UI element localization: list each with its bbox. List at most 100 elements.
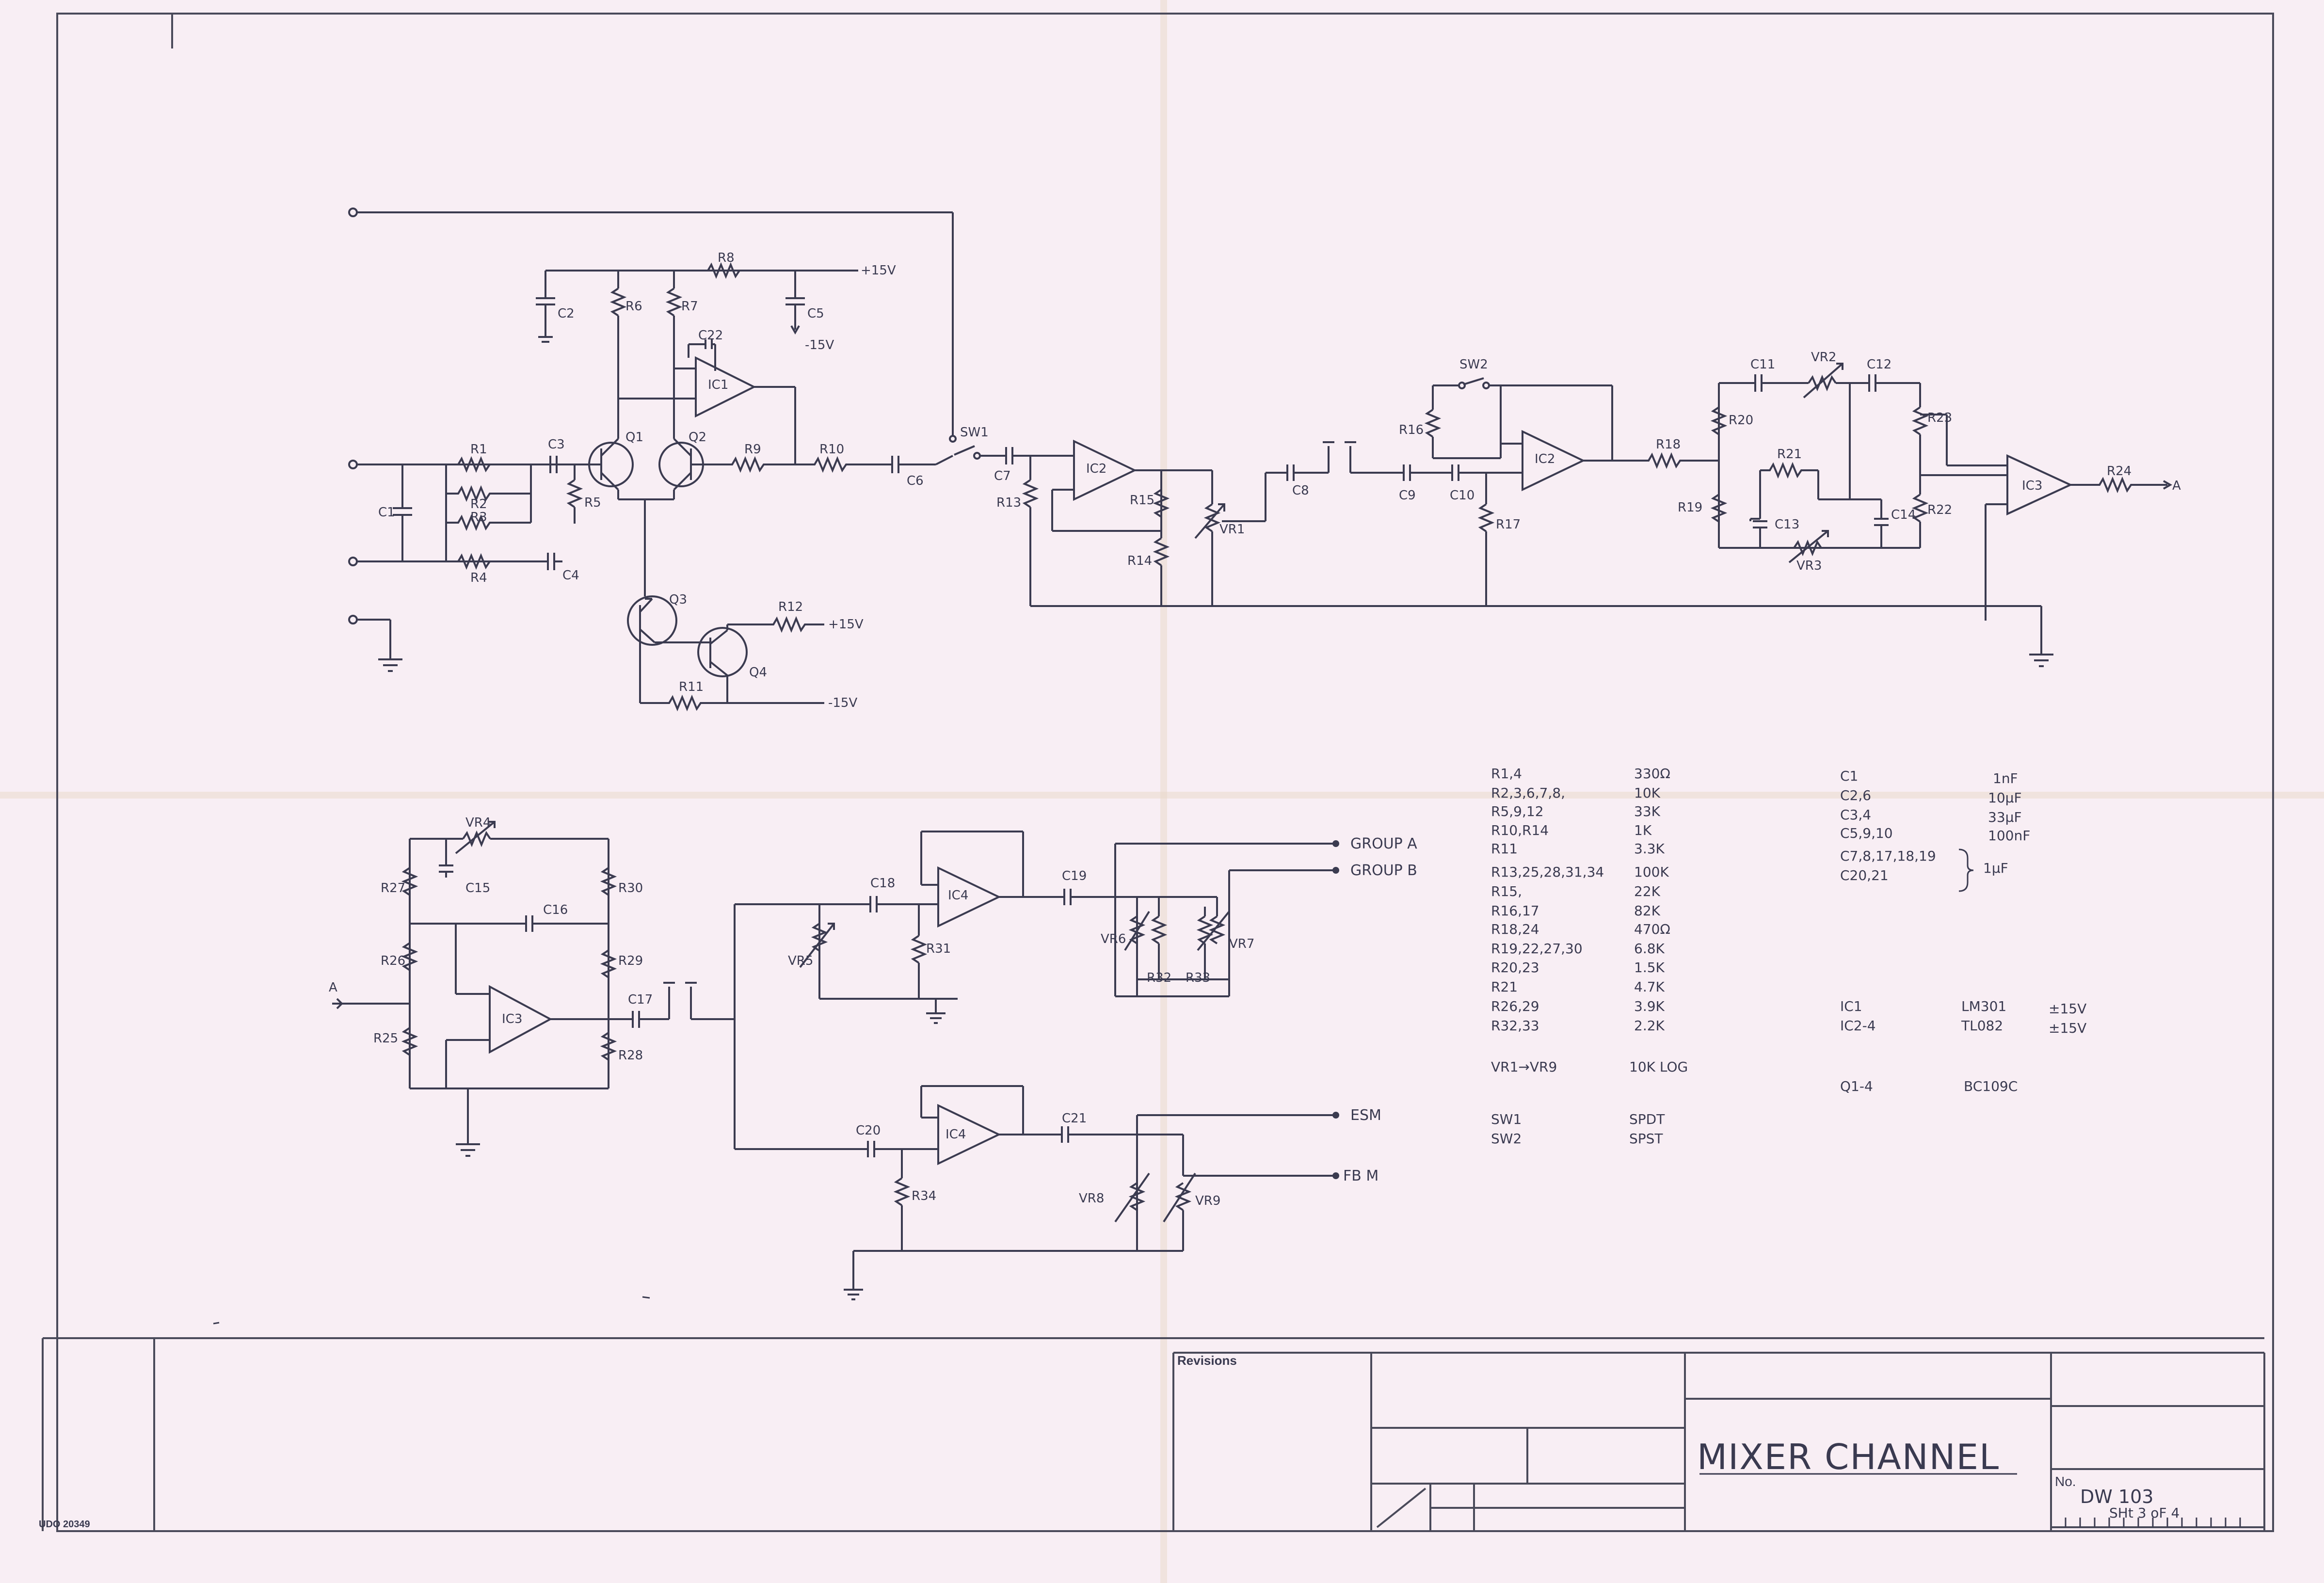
parts-list-entry: 33μF — [1988, 809, 2022, 825]
label-r26: R26 — [381, 954, 405, 968]
output-group-a: GROUP A — [1350, 835, 1417, 852]
parts-list-entry: R11 — [1491, 841, 1518, 857]
output-amp-stage — [332, 821, 736, 1157]
stray-mark — [642, 1296, 650, 1299]
label-r25: R25 — [373, 1031, 398, 1046]
label-r11: R11 — [679, 680, 704, 694]
supply-neg-label-2: -15V — [828, 696, 857, 710]
parts-list-entry: 1nF — [1993, 770, 2018, 786]
label-vr4: VR4 — [465, 815, 491, 830]
drawing-border — [56, 13, 2274, 1532]
label-c9: C9 — [1399, 488, 1416, 503]
label-r19: R19 — [1678, 500, 1702, 515]
label-vr7: VR7 — [1229, 937, 1254, 951]
parts-list-entry: 470Ω — [1634, 921, 1670, 937]
parts-list-entry: R13,25,28,31,34 — [1491, 864, 1604, 880]
label-r4: R4 — [470, 571, 487, 585]
label-r3: R3 — [470, 510, 487, 525]
parts-list-entry: SW1 — [1491, 1111, 1522, 1127]
label-c2: C2 — [558, 306, 575, 321]
label-r23: R23 — [1927, 411, 1952, 425]
label-vr5: VR5 — [788, 954, 813, 968]
label-r2: R2 — [470, 497, 487, 512]
parts-list-entry: 3.3K — [1634, 841, 1665, 857]
parts-list-entry: 10K — [1634, 785, 1661, 801]
label-q1: Q1 — [625, 430, 643, 445]
parts-list-entry: TL082 — [1961, 1018, 2003, 1034]
parts-list-entry: ±15V — [2049, 1001, 2086, 1017]
parts-list-entry: R1,4 — [1491, 766, 1522, 782]
supply-neg-label-1: -15V — [805, 338, 834, 352]
label-vr8: VR8 — [1079, 1191, 1104, 1206]
parts-list-entry: 1.5K — [1634, 959, 1665, 975]
label-r31: R31 — [926, 942, 951, 956]
parts-list-entry: R18,24 — [1491, 921, 1539, 937]
label-r32: R32 — [1147, 971, 1171, 985]
sheet-number: SHt 3 oF 4 — [2109, 1505, 2180, 1521]
parts-list-entry: 1K — [1634, 822, 1652, 838]
label-r22: R22 — [1927, 503, 1952, 517]
label-r33: R33 — [1186, 971, 1210, 985]
parts-list-entry: R15, — [1491, 883, 1522, 899]
parts-list-entry: R5,9,12 — [1491, 803, 1544, 819]
label-q4: Q4 — [749, 665, 767, 680]
label-r28: R28 — [618, 1048, 643, 1063]
label-c19: C19 — [1062, 869, 1087, 883]
label-c15: C15 — [465, 881, 490, 895]
label-r8: R8 — [718, 251, 735, 265]
parts-list-entry: 10μF — [1988, 790, 2022, 806]
parts-list-entry: 22K — [1634, 883, 1661, 899]
label-ic3-a: IC3 — [2022, 479, 2042, 493]
parts-list-entry: 33K — [1634, 803, 1661, 819]
node-a-out: A — [2172, 479, 2181, 493]
parts-list-entry: 100nF — [1988, 828, 2030, 844]
parts-list-entry: C1 — [1840, 768, 1858, 784]
label-c1: C1 — [378, 505, 395, 520]
parts-list-entry: 330Ω — [1634, 766, 1670, 782]
label-c5: C5 — [807, 306, 824, 321]
label-ic2-b: IC2 — [1535, 452, 1555, 466]
label-r21: R21 — [1777, 447, 1802, 462]
label-r24: R24 — [2107, 464, 2132, 479]
output-group-b: GROUP B — [1350, 862, 1417, 879]
parts-list-entry: 82K — [1634, 903, 1661, 919]
parts-list: R1,4 330Ω R2,3,6,7,8, 10K R5,9,12 33K R10,R… — [1491, 766, 2086, 1147]
parts-list-entry: IC1 — [1840, 998, 1862, 1014]
parts-list-entry: 6.8K — [1634, 941, 1665, 957]
parts-list-entry: R26,29 — [1491, 998, 1539, 1014]
parts-list-entry: C2,6 — [1840, 787, 1871, 803]
label-c4: C4 — [562, 568, 579, 583]
output-esm: ESM — [1350, 1107, 1381, 1124]
drawing-title: MIXER CHANNEL — [1697, 1437, 2000, 1477]
parts-list-entry: R19,22,27,30 — [1491, 941, 1583, 957]
parts-list-entry: R2,3,6,7,8, — [1491, 785, 1565, 801]
parts-list-entry: R21 — [1491, 979, 1518, 995]
label-vr1: VR1 — [1219, 522, 1245, 537]
supply-pos-label-1: +15V — [861, 263, 896, 278]
input-stage — [348, 208, 1006, 712]
label-r13: R13 — [996, 496, 1021, 510]
label-c14: C14 — [1891, 508, 1916, 522]
label-r14: R14 — [1127, 554, 1152, 568]
label-r10: R10 — [819, 442, 844, 457]
parts-list-entry: R10,R14 — [1491, 822, 1549, 838]
label-r34: R34 — [912, 1189, 936, 1203]
label-c21: C21 — [1062, 1111, 1087, 1126]
label-q3: Q3 — [669, 592, 687, 607]
label-sw2: SW2 — [1459, 357, 1488, 372]
label-r12: R12 — [778, 600, 803, 614]
label-c8: C8 — [1292, 483, 1309, 498]
parts-list-entry: IC2-4 — [1840, 1018, 1876, 1034]
label-r20: R20 — [1729, 413, 1753, 428]
label-sw1: SW1 — [960, 425, 989, 440]
label-r16: R16 — [1399, 423, 1424, 437]
label-c11: C11 — [1750, 357, 1775, 372]
parts-list-entry: R20,23 — [1491, 959, 1539, 975]
label-r18: R18 — [1656, 437, 1681, 452]
label-ic4-b: IC4 — [946, 1127, 966, 1142]
label-c22: C22 — [698, 328, 723, 343]
parts-list-entry: C3,4 — [1840, 807, 1871, 823]
label-c10: C10 — [1450, 488, 1475, 503]
label-c7: C7 — [994, 469, 1011, 483]
